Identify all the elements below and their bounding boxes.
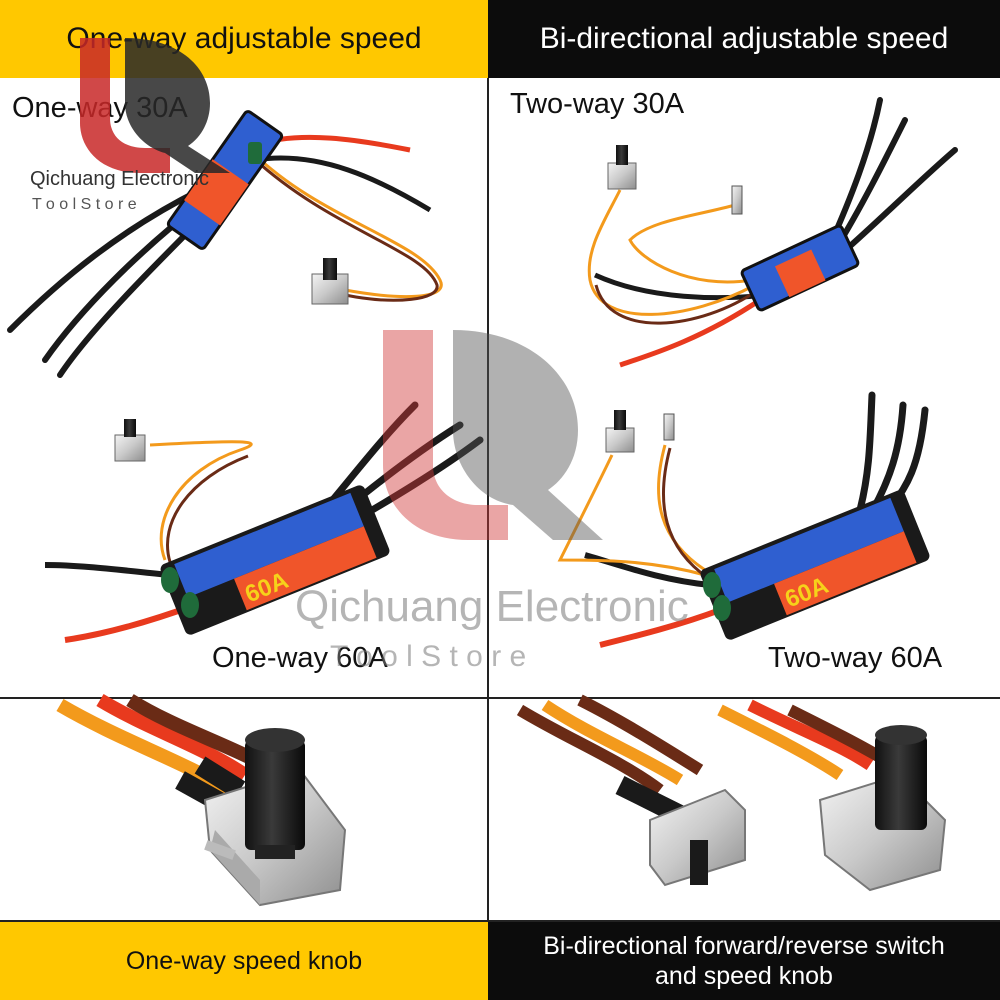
brand-logo-center [383,330,603,540]
esc-two-way-30a [587,97,958,368]
switch-and-knob-closeup [516,694,947,892]
footer-one-way-caption: One-way speed knob [125,947,363,975]
brand-logo-small [80,38,230,173]
speed-knob-closeup [56,693,347,907]
esc-one-way-60a: 60A [44,401,484,643]
header-bi-directional: Bi-directional adjustable speed [488,0,1000,78]
footer-bi-directional-caption-line2: and speed knob [655,962,833,990]
footer-bi-directional-caption-line1: Bi-directional forward/reverse switch [543,932,945,960]
watermark-sub-center: T o o l S t o r e [330,640,527,673]
panel-divider-footer [0,920,1000,922]
panel-divider-vertical [487,78,489,922]
watermark-brand-small: Qichuang Electronic [30,168,209,190]
watermark-brand-center: Qichuang Electronic [295,582,689,631]
panel-divider-horizontal [0,697,1000,699]
label-two-way-30a: Two-way 30A [510,88,685,120]
label-two-way-60a: Two-way 60A [768,642,943,674]
watermark-sub-small: T o o l S t o r e [32,196,137,213]
esc-two-way-60a: 60A [557,391,930,648]
label-one-way-60a: One-way 60A [212,642,388,674]
footer-bi-directional: Bi-directional forward/reverse switch an… [488,922,1000,1000]
header-bi-directional-title: Bi-directional adjustable speed [539,22,949,55]
footer-one-way: One-way speed knob [0,922,488,1000]
